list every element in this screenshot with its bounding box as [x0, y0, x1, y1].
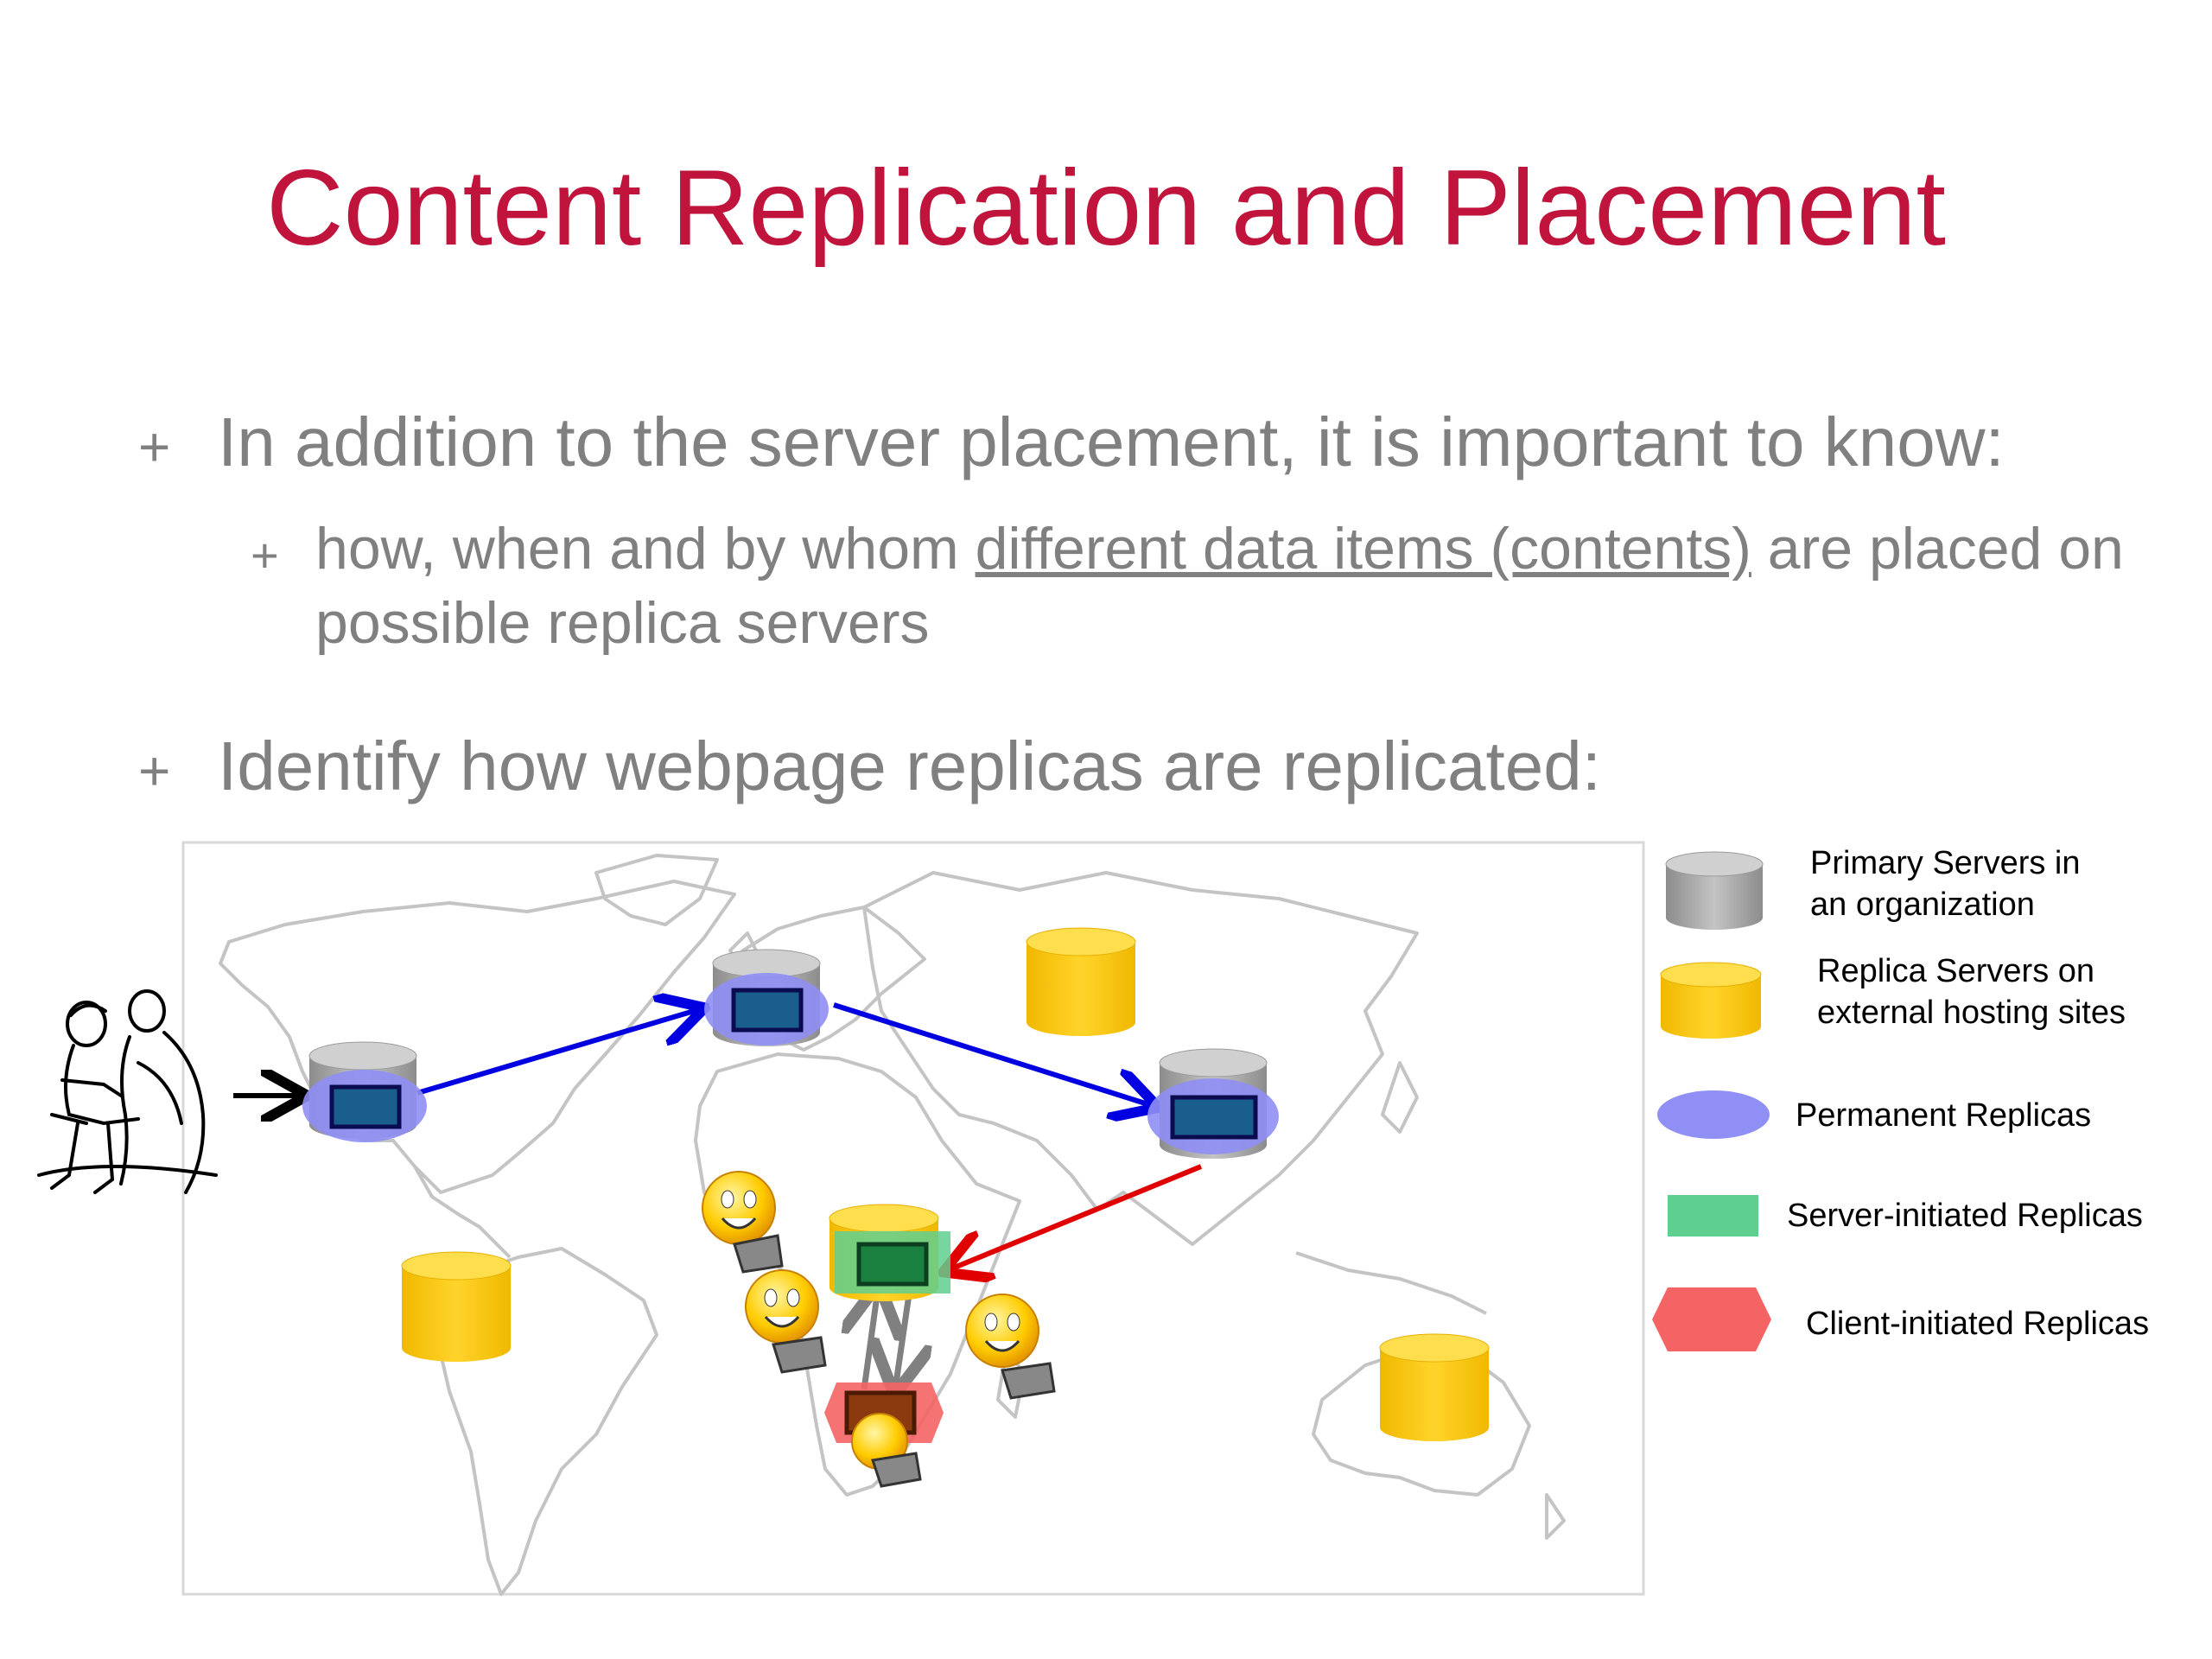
replica-server-asia — [1026, 927, 1136, 1036]
asia-outline — [862, 871, 1419, 1246]
legend-replica-label: Replica Servers on external hosting site… — [1817, 953, 2126, 1031]
legend-primary-label: Primary Servers in an organization — [1810, 845, 2081, 923]
client-smiley-3 — [965, 1294, 1056, 1400]
content-item — [731, 988, 804, 1033]
replica-server-africa — [829, 1204, 950, 1301]
japan-outline — [1381, 1061, 1419, 1134]
legend — [1652, 851, 1771, 1351]
client-smiley-2 — [745, 1269, 827, 1374]
primary-link-arrow-1 — [416, 1009, 700, 1096]
indonesia-outline — [1295, 1251, 1487, 1315]
bullet-marker: + — [138, 740, 171, 802]
legend-permanent-label: Permanent Replicas — [1796, 1097, 2092, 1134]
replica-server-south-america — [401, 1251, 512, 1362]
bullet-marker: + — [138, 416, 171, 478]
slide-title: Content Replication and Placement — [266, 149, 1946, 268]
legend-client-initiated-label: Client-initiated Replicas — [1806, 1306, 2150, 1342]
sub-bullet-1-text: how, when and by whom different data ite… — [315, 512, 2212, 660]
content-item — [1170, 1095, 1258, 1140]
central-america-outline — [413, 1166, 512, 1259]
sub-bullet-marker: + — [251, 528, 279, 582]
client-pull-arrow — [895, 1294, 909, 1389]
sub-bullet-1-underlined: different data items (contents) — [975, 516, 1751, 582]
primary-server-europe — [704, 949, 829, 1046]
new-zealand-outline — [1545, 1493, 1566, 1540]
legend-primary-server-icon — [1665, 851, 1764, 930]
primary-server-asia — [1147, 1048, 1279, 1159]
primary-link-arrow-2 — [833, 1002, 1154, 1106]
primary-server-americas — [302, 1041, 427, 1142]
legend-server-initiated-label: Server-initiated Replicas — [1787, 1198, 2143, 1234]
sub-bullet-1-post: are placed on possible replica servers — [315, 516, 2124, 656]
madagascar-outline — [996, 1346, 1026, 1419]
content-item — [856, 1242, 929, 1287]
user-at-computer-icon — [37, 989, 218, 1194]
client-smiley-1 — [702, 1171, 784, 1274]
client-smiley-4 — [851, 1413, 922, 1488]
legend-replica-server-icon — [1660, 962, 1762, 1039]
north-america-outline — [219, 880, 736, 1194]
sub-bullet-1-pre: how, when and by whom — [315, 516, 976, 582]
bullet-1-text: In addition to the server placement, it … — [218, 404, 2005, 480]
replica-server-australia — [1379, 1333, 1490, 1441]
greenland-outline — [594, 854, 719, 926]
legend-server-initiated-icon — [1668, 1195, 1758, 1236]
legend-client-initiated-icon — [1652, 1287, 1771, 1351]
server-initiated-arrow — [948, 1164, 1203, 1270]
legend-permanent-replica-icon — [1657, 1090, 1770, 1139]
bullet-2-text: Identify how webpage replicas are replic… — [218, 728, 1601, 804]
content-item — [329, 1084, 402, 1129]
